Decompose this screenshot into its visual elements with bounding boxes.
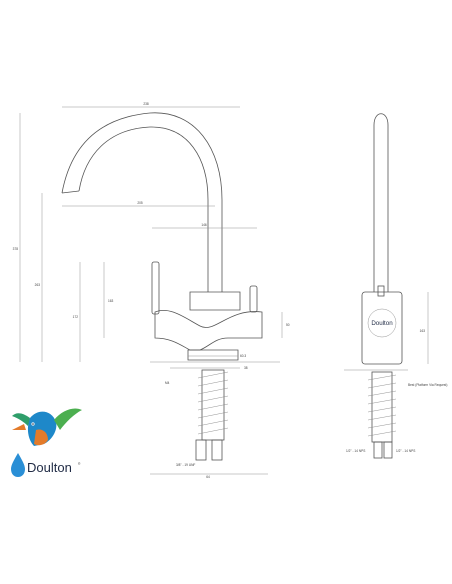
dim-spout-height: 263: [35, 283, 41, 287]
side-dim-height: 163: [420, 329, 426, 333]
side-fitting-right: [383, 441, 393, 459]
side-view: Doulton 163 Best (Platform Via Request) …: [344, 113, 447, 459]
dim-handle-height: 172: [73, 315, 79, 319]
dim-overall-width: 238: [143, 102, 149, 106]
thread-hatching: [197, 371, 229, 435]
dim-spout-reach: 205: [137, 201, 143, 205]
right-handle: [249, 285, 258, 313]
badge-text: Doulton: [371, 320, 393, 327]
spout-tip: [61, 190, 80, 194]
spout-outline-inner: [78, 126, 209, 292]
doulton-logo: Doulton ®: [11, 408, 82, 477]
side-spout: [373, 113, 389, 292]
hose-fitting-2: [211, 439, 223, 461]
side-fitting-left: [373, 441, 383, 459]
kingfisher-icon: [12, 408, 82, 446]
left-handle: [151, 261, 160, 315]
dim-base-diameter: 60.3: [240, 354, 246, 358]
side-thread-hatching: [367, 374, 397, 437]
dim-body-diameter: 50: [286, 323, 290, 327]
deck-plate-note: Best (Platform Via Request): [408, 383, 447, 387]
doulton-badge: [367, 308, 397, 338]
logo-trademark: ®: [78, 462, 81, 466]
dim-overall-height: 378: [13, 247, 19, 251]
dim-footprint: 64: [206, 475, 210, 479]
tap-base: [187, 349, 239, 361]
side-handle: [377, 285, 385, 297]
dim-handle-span: 146: [201, 223, 207, 227]
dim-thread-pitch: M4: [165, 381, 170, 385]
thread-note-left: 1/2" - 14 NPS: [346, 449, 365, 453]
dim-body-height: 163: [108, 299, 114, 303]
spout-outline-outer: [61, 112, 223, 292]
tap-body-lower: [154, 310, 263, 351]
tap-body: [189, 291, 241, 311]
thread-note-right: 1/2" - 14 NPS: [396, 449, 415, 453]
water-drop-icon: [11, 453, 25, 477]
side-shank: [371, 371, 393, 443]
front-view: 238 205 378 263 146 172 163 50 60.3 38 M…: [13, 102, 290, 479]
dim-hose-connection: 3/8" - 19 UNF: [176, 463, 195, 467]
hose-fitting: [195, 439, 207, 461]
side-body: [361, 291, 403, 365]
logo-wordmark: Doulton: [27, 460, 72, 475]
dim-deck-height: 38: [244, 366, 248, 370]
